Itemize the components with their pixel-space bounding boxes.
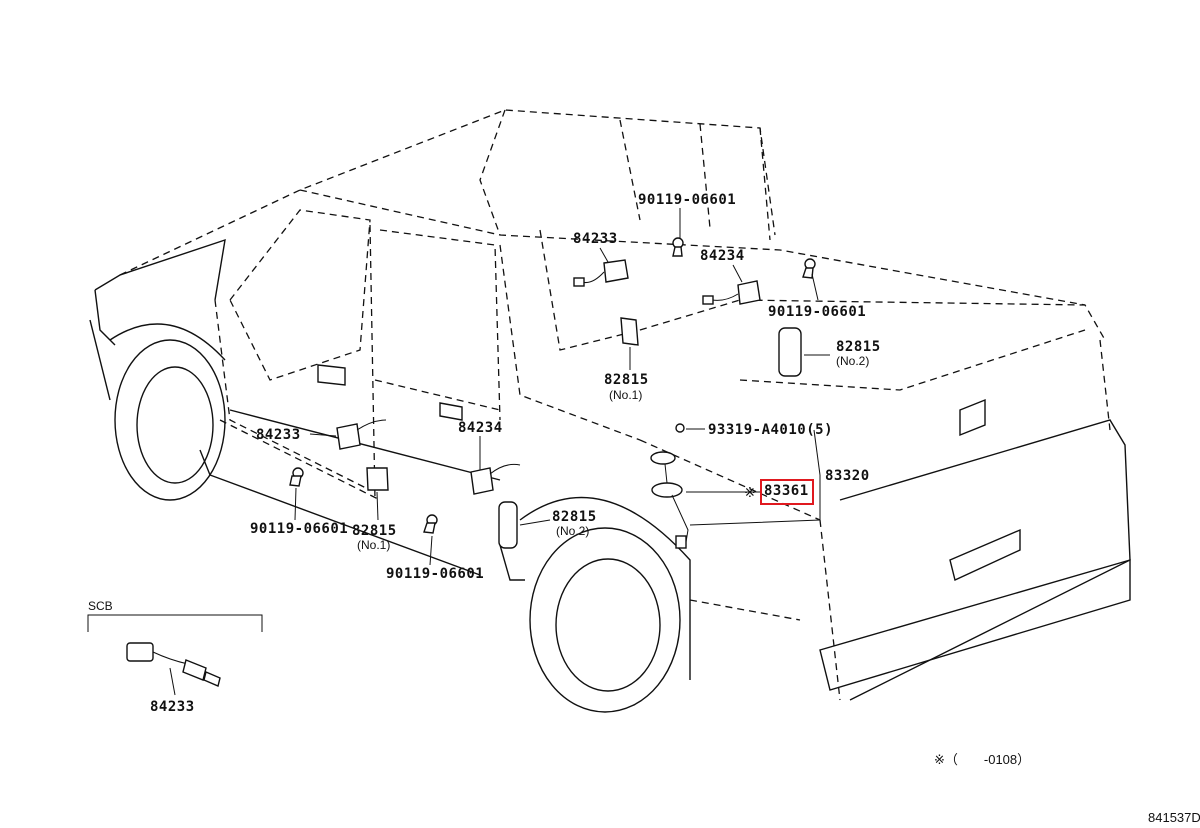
- label-82815-left: 82815: [352, 523, 397, 539]
- switch-84234-top: [702, 280, 761, 305]
- label-83361: 83361: [764, 483, 809, 499]
- label-90119-06601-top: 90119-06601: [638, 192, 737, 208]
- label-84233-left: 84233: [256, 427, 301, 443]
- label-84234-top: 84234: [700, 248, 745, 264]
- lamp-83361: [650, 423, 689, 549]
- label-82815-mid: 82815: [604, 372, 649, 388]
- pad-82815-fender: [498, 501, 518, 549]
- bolt-right: [802, 258, 816, 279]
- highlight-box-83361: [760, 479, 814, 505]
- label-82815-fender-sub: (No.2): [556, 524, 590, 538]
- label-scb-title: SCB: [88, 599, 113, 613]
- label-83320: 83320: [825, 468, 870, 484]
- pad-82815-mid: [620, 317, 639, 346]
- label-90119-06601-left: 90119-06601: [250, 521, 349, 537]
- pad-82815-right: [778, 327, 802, 377]
- leader-lines: [87, 208, 830, 696]
- label-82815-fender: 82815: [552, 509, 597, 525]
- label-84233-scb: 84233: [150, 699, 195, 715]
- bolt-left: [289, 467, 304, 487]
- label-90119-06601-right: 90119-06601: [768, 304, 867, 320]
- label-93319-a4010: 93319-A4010(5): [708, 422, 834, 438]
- label-90119-06601-bottom: 90119-06601: [386, 566, 485, 582]
- truck-body-outline: [89, 109, 1131, 713]
- label-82815-mid-sub: (No.1): [609, 388, 643, 402]
- pad-82815-left: [366, 467, 389, 491]
- footnote-range: ※（ -0108）: [934, 752, 1031, 767]
- label-84234-mid: 84234: [458, 420, 503, 436]
- label-82815-left-sub: (No.1): [357, 538, 391, 552]
- switch-84233-left: [336, 419, 387, 450]
- switch-84233-top: [573, 259, 629, 287]
- label-84233-top: 84233: [573, 231, 618, 247]
- bolt-bottom: [423, 514, 438, 534]
- bolt-top: [672, 237, 684, 257]
- figure-code: 841537D: [1148, 810, 1200, 825]
- label-83361-mark: ※: [744, 484, 756, 500]
- label-82815-right: 82815: [836, 339, 881, 355]
- switch-84234-mid: [470, 463, 521, 495]
- label-82815-right-sub: (No.2): [836, 354, 870, 368]
